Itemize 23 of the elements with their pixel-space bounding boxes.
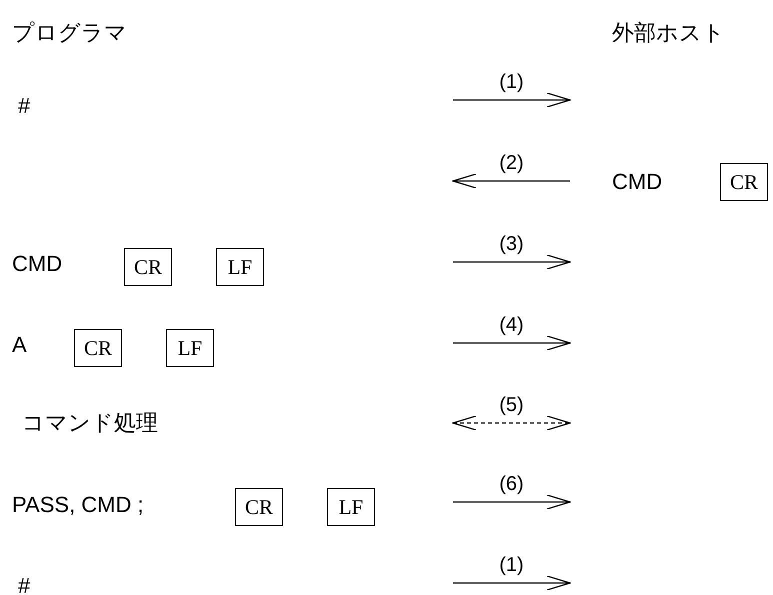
column-heading: 外部ホスト: [612, 20, 725, 46]
control-code-box: LF: [216, 248, 264, 286]
message-text: CMD: [12, 251, 62, 277]
control-code-box: CR: [720, 163, 768, 201]
message-text: #: [18, 573, 30, 595]
control-code-box: LF: [166, 329, 214, 367]
column-heading: プログラマ: [12, 20, 127, 46]
step-number: (1): [499, 553, 524, 577]
control-code-box: CR: [124, 248, 172, 286]
step-number: (2): [499, 151, 524, 175]
step-number: (5): [499, 393, 524, 417]
message-text: CMD: [612, 169, 662, 195]
control-code-box: CR: [74, 329, 122, 367]
step-number: (1): [499, 70, 524, 94]
message-text: A: [12, 332, 27, 358]
step-number: (6): [499, 472, 524, 496]
control-code-box: LF: [327, 488, 375, 526]
message-text: #: [18, 93, 30, 119]
step-number: (4): [499, 313, 524, 337]
message-text: PASS, CMD ;: [12, 492, 144, 518]
process-text: コマンド処理: [22, 410, 158, 436]
step-number: (3): [499, 232, 524, 256]
control-code-box: CR: [235, 488, 283, 526]
